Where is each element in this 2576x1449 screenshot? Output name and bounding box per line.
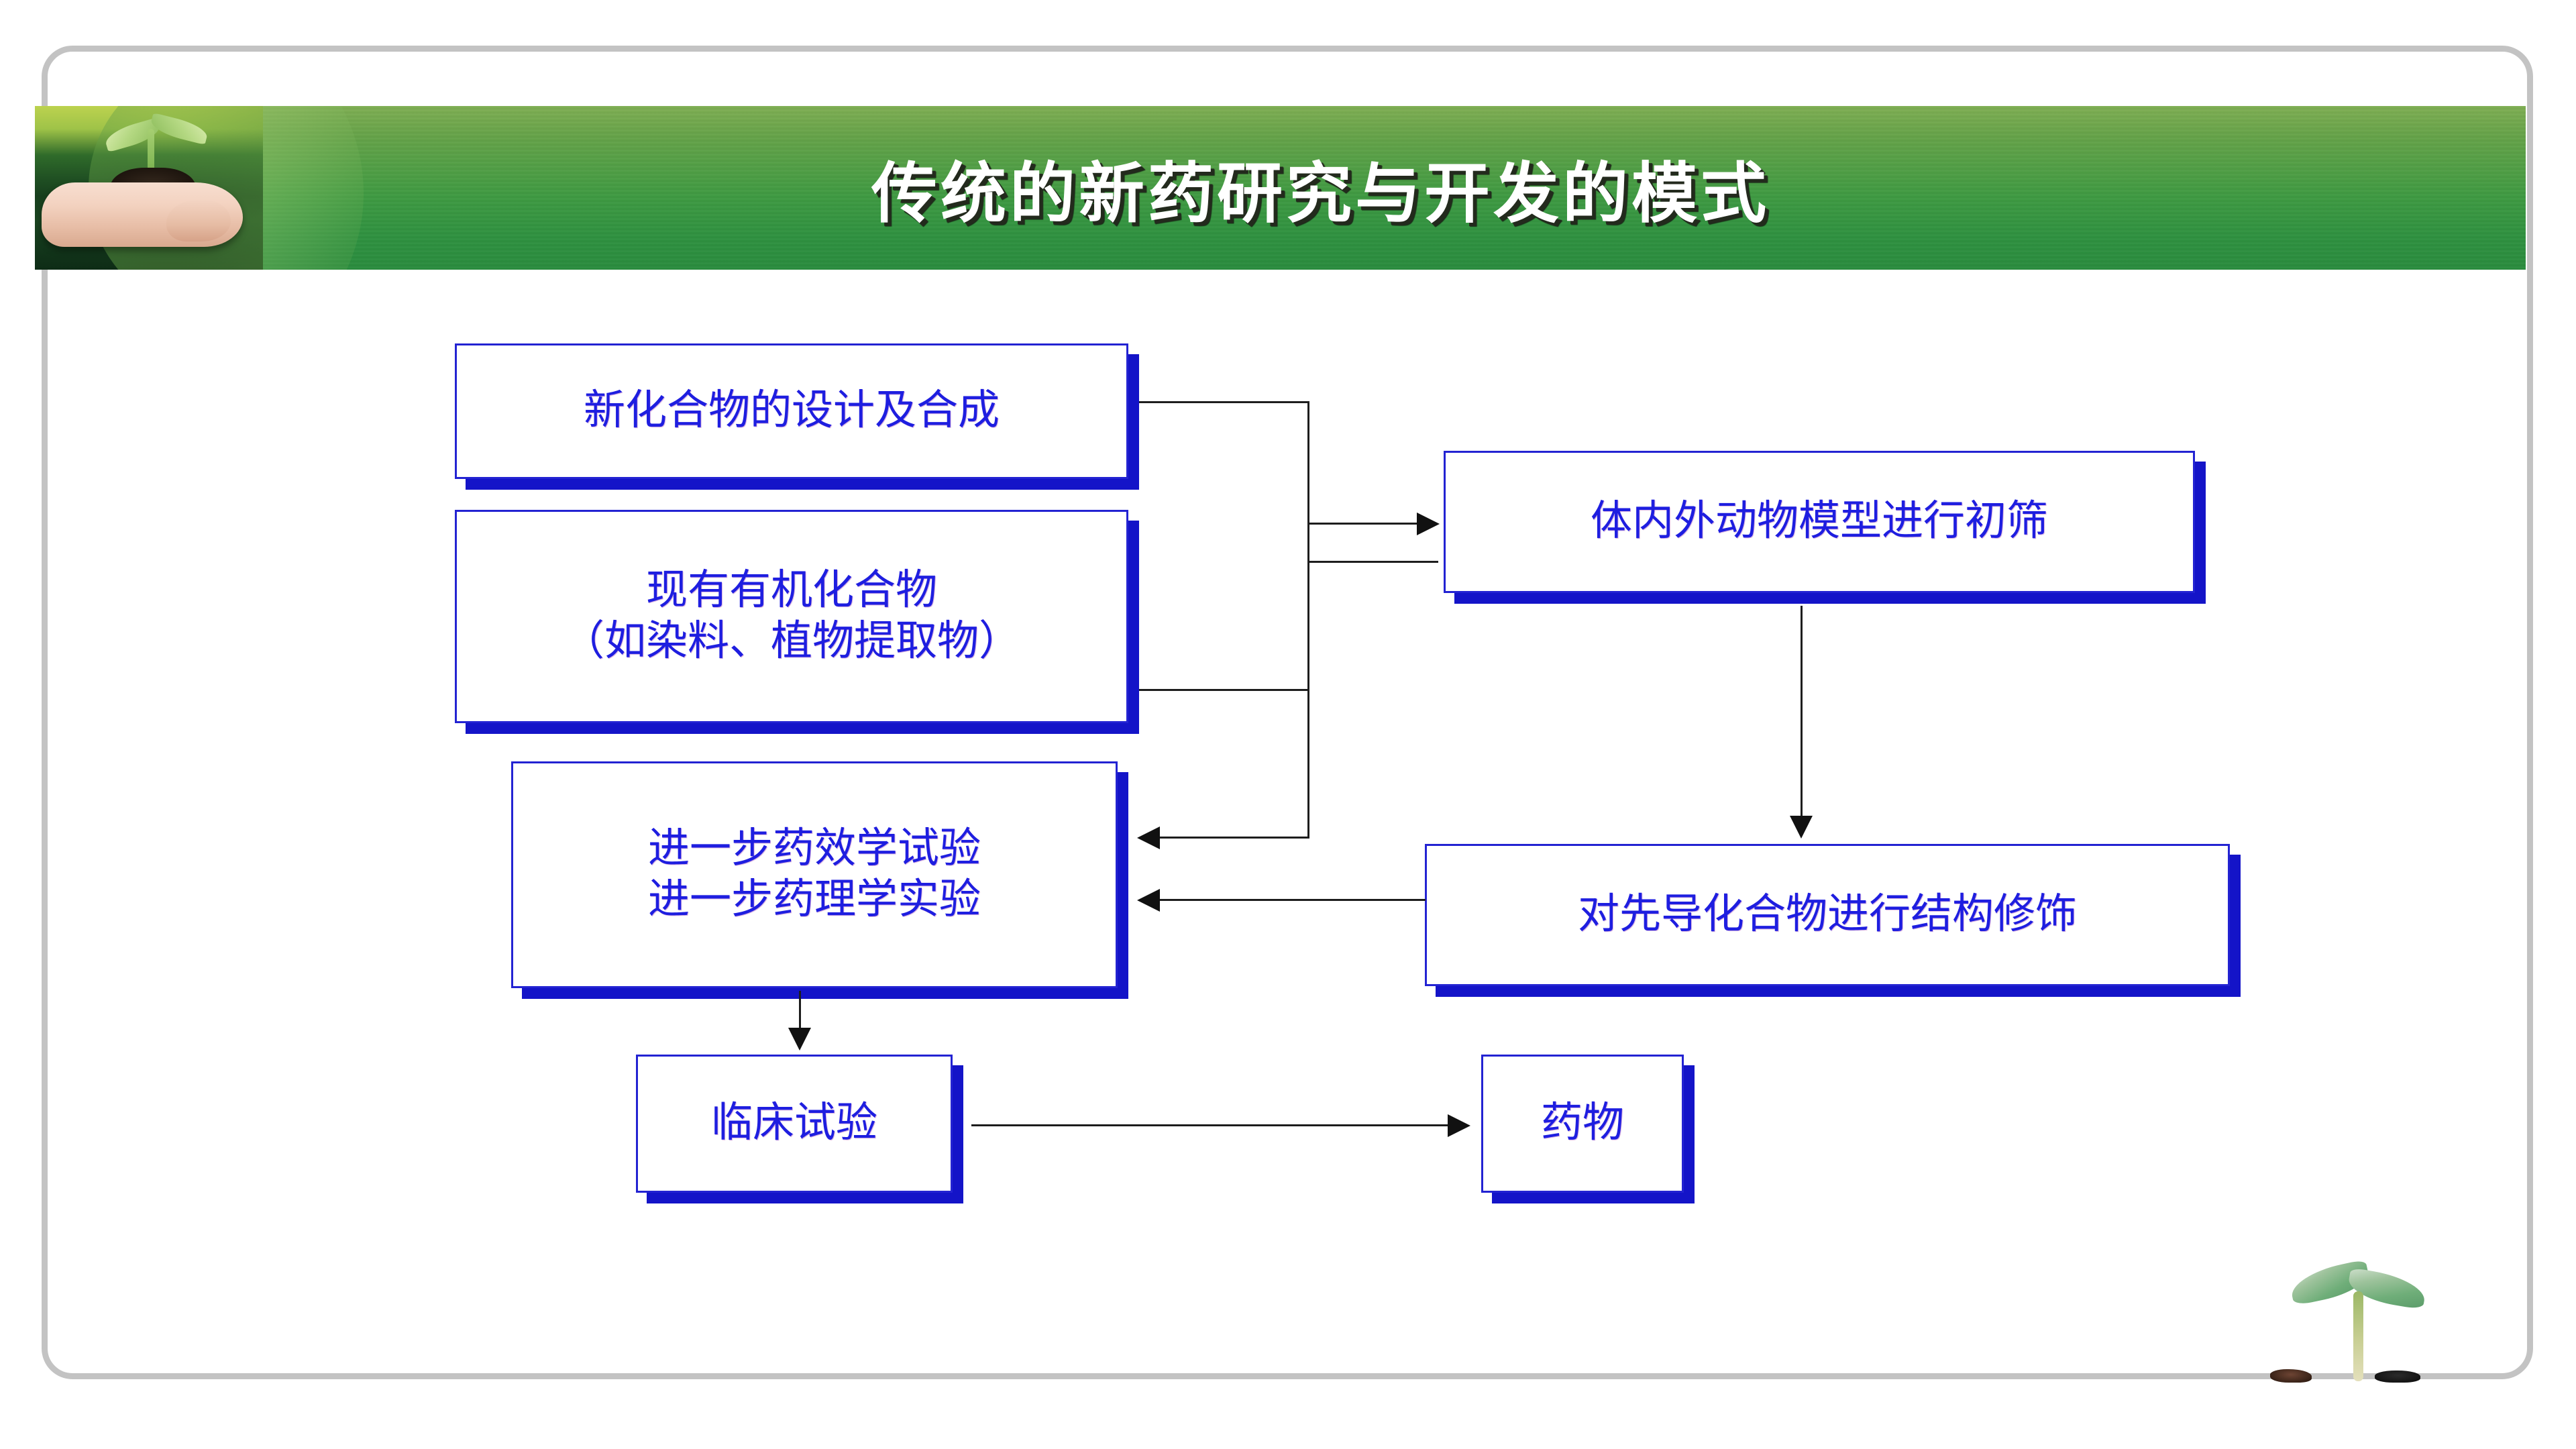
node-face: 进一步药效学试验 进一步药理学实验 (511, 761, 1118, 988)
node-face: 临床试验 (636, 1055, 953, 1193)
connector-n1-to-merge (1139, 401, 1309, 403)
soil-icon (2270, 1369, 2312, 1383)
node-new-compound-design[interactable]: 新化合物的设计及合成 (455, 343, 1139, 490)
node-face: 体内外动物模型进行初筛 (1444, 451, 2195, 593)
node-further-pharmacology-tests[interactable]: 进一步药效学试验 进一步药理学实验 (511, 761, 1128, 999)
node-face: 新化合物的设计及合成 (455, 343, 1128, 479)
connector-n4-to-n6 (799, 991, 801, 1032)
arrowhead-to-n5 (1790, 816, 1813, 839)
node-face: 药物 (1481, 1055, 1684, 1193)
node-label: 临床试验 (710, 1100, 877, 1146)
node-label: 体内外动物模型进行初筛 (1590, 498, 2048, 545)
arrowhead-to-n3 (1417, 513, 1440, 535)
arrowhead-n3-branch-to-n4 (1137, 826, 1160, 849)
node-animal-model-screening[interactable]: 体内外动物模型进行初筛 (1444, 451, 2206, 604)
title-banner: 传统的新药研究与开发的模式 (35, 106, 2526, 270)
node-label: 对先导化合物进行结构修饰 (1577, 892, 2077, 938)
connector-n3-branch-vertical (1307, 561, 1309, 839)
node-face: 现有有机化合物 （如染料、植物提取物） (455, 510, 1128, 723)
node-clinical-trial[interactable]: 临床试验 (636, 1055, 963, 1203)
connector-n3-branch-top (1307, 561, 1438, 563)
page-title: 传统的新药研究与开发的模式 (871, 156, 1770, 230)
connector-n2-to-merge (1139, 689, 1309, 691)
stem-icon (2353, 1291, 2363, 1381)
node-label: 新化合物的设计及合成 (583, 388, 1000, 434)
header-photo (35, 106, 263, 270)
soil-icon (2375, 1371, 2420, 1383)
node-face: 对先导化合物进行结构修饰 (1425, 844, 2230, 986)
node-label-line1: 现有有机化合物 (645, 568, 937, 614)
node-label-line2: （如染料、植物提取物） (562, 619, 1020, 664)
sprout-icon (2267, 1244, 2462, 1383)
stem-icon (148, 129, 154, 178)
node-label-line2: 进一步药理学实验 (647, 877, 981, 922)
node-label: 药物 (1540, 1100, 1624, 1146)
slide-frame (42, 46, 2533, 1379)
connector-n5-to-n4 (1160, 899, 1426, 901)
connector-n3-branch-to-n4 (1160, 837, 1309, 839)
connector-n3-to-n5 (1801, 606, 1803, 820)
connector-merge-to-n3 (1307, 523, 1421, 525)
connector-merge-vertical (1307, 401, 1309, 691)
arrowhead-n4-to-n6 (788, 1028, 811, 1051)
node-label-line1: 进一步药效学试验 (647, 826, 981, 872)
hand-thumb-icon (166, 200, 231, 241)
node-lead-compound-modification[interactable]: 对先导化合物进行结构修饰 (1425, 844, 2241, 997)
arrowhead-n6-to-n7 (1448, 1114, 1470, 1137)
connector-n6-to-n7 (971, 1124, 1452, 1126)
arrowhead-n5-to-n4 (1137, 889, 1160, 912)
node-existing-organic-compound[interactable]: 现有有机化合物 （如染料、植物提取物） (455, 510, 1139, 734)
node-drug[interactable]: 药物 (1481, 1055, 1695, 1203)
